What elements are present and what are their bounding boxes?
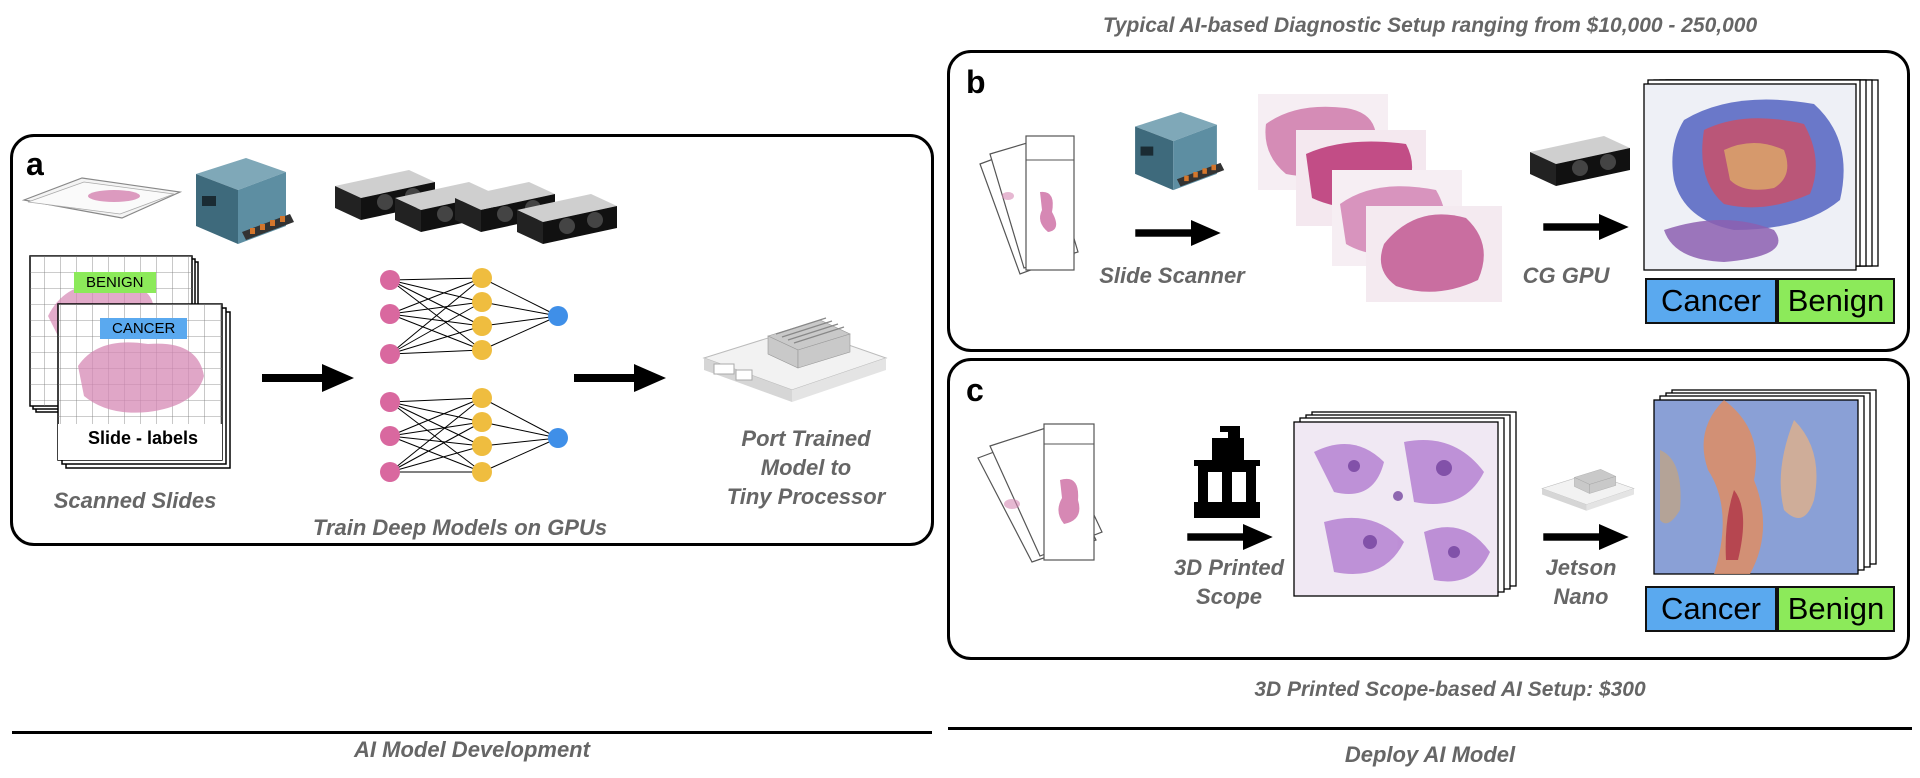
benign-label-c: Benign bbox=[1777, 586, 1895, 632]
scope-label-line-1: 3D Printed bbox=[1173, 555, 1285, 580]
slide-labels-text: Slide - labels bbox=[88, 428, 199, 448]
train-models-caption: Train Deep Models on GPUs bbox=[312, 515, 608, 540]
cg-gpu-label: CG GPU bbox=[1522, 263, 1610, 288]
panel-a bbox=[10, 134, 934, 546]
deploy-ai-model-label: Deploy AI Model bbox=[1344, 742, 1516, 767]
scope-setup-caption: 3D Printed Scope-based AI Setup: $300 bbox=[1254, 678, 1646, 701]
typical-setup-caption: Typical AI-based Diagnostic Setup rangin… bbox=[1102, 14, 1758, 37]
slide-scanner-icon bbox=[196, 158, 294, 244]
scanned-slides-caption: Scanned Slides bbox=[53, 488, 217, 513]
glass-slides-icon bbox=[977, 423, 1103, 563]
arrow-right-icon bbox=[1543, 524, 1629, 550]
glass-slide-icon bbox=[21, 177, 183, 219]
jetson-label-line-1: Jetson bbox=[1545, 555, 1617, 580]
benign-label-b: Benign bbox=[1777, 278, 1895, 324]
panel-c-letter: c bbox=[966, 372, 984, 408]
cancer-label-c: Cancer bbox=[1645, 586, 1777, 632]
micrograph-stack bbox=[1293, 411, 1517, 597]
port-caption-line-2: Model to bbox=[760, 455, 852, 481]
cancer-tag: CANCER bbox=[100, 318, 188, 339]
arrow-right-icon bbox=[1187, 524, 1273, 550]
slide-scanner-label: Slide Scanner bbox=[1099, 263, 1245, 288]
tiny-processor-icon bbox=[702, 317, 888, 402]
scanned-images-stack bbox=[1258, 94, 1502, 302]
arrow-right-icon bbox=[574, 364, 666, 392]
left-divider bbox=[12, 731, 932, 734]
net-nodes-bottom bbox=[380, 388, 568, 482]
panel-a-letter: a bbox=[26, 146, 44, 182]
cancer-label-b: Cancer bbox=[1645, 278, 1777, 324]
port-model-caption: Port Trained Model to Tiny Processor bbox=[700, 424, 912, 511]
panel-b bbox=[947, 50, 1910, 352]
glass-slides-icon bbox=[979, 135, 1079, 275]
arrow-right-icon bbox=[1543, 214, 1629, 240]
heatmap-stack bbox=[1643, 79, 1879, 271]
heatmap-stack bbox=[1653, 389, 1877, 575]
gpu-cards-icon bbox=[335, 170, 617, 244]
port-caption-line-3: Tiny Processor bbox=[726, 484, 886, 510]
benign-tag: BENIGN bbox=[74, 272, 156, 293]
net-nodes-top bbox=[380, 268, 568, 364]
scope-label-line-2: Scope bbox=[1195, 583, 1263, 609]
port-caption-line-1: Port Trained bbox=[741, 426, 871, 451]
panel-b-letter: b bbox=[966, 64, 986, 100]
jetson-label-line-2: Nano bbox=[1553, 583, 1609, 609]
ai-model-development-label: AI Model Development bbox=[354, 737, 590, 762]
arrow-right-icon bbox=[262, 364, 354, 392]
gpu-card-icon bbox=[1530, 136, 1630, 186]
jetson-nano-label: Jetson Nano bbox=[1526, 554, 1636, 611]
3d-printed-scope-label: 3D Printed Scope bbox=[1154, 554, 1304, 611]
slide-scanner-icon bbox=[1135, 112, 1225, 191]
3d-printed-scope-icon bbox=[1194, 426, 1260, 518]
arrow-right-icon bbox=[1135, 220, 1221, 246]
right-divider bbox=[948, 727, 1912, 730]
jetson-nano-icon bbox=[1541, 469, 1635, 511]
panel-c bbox=[947, 358, 1910, 660]
neural-network-diagram bbox=[380, 268, 568, 482]
